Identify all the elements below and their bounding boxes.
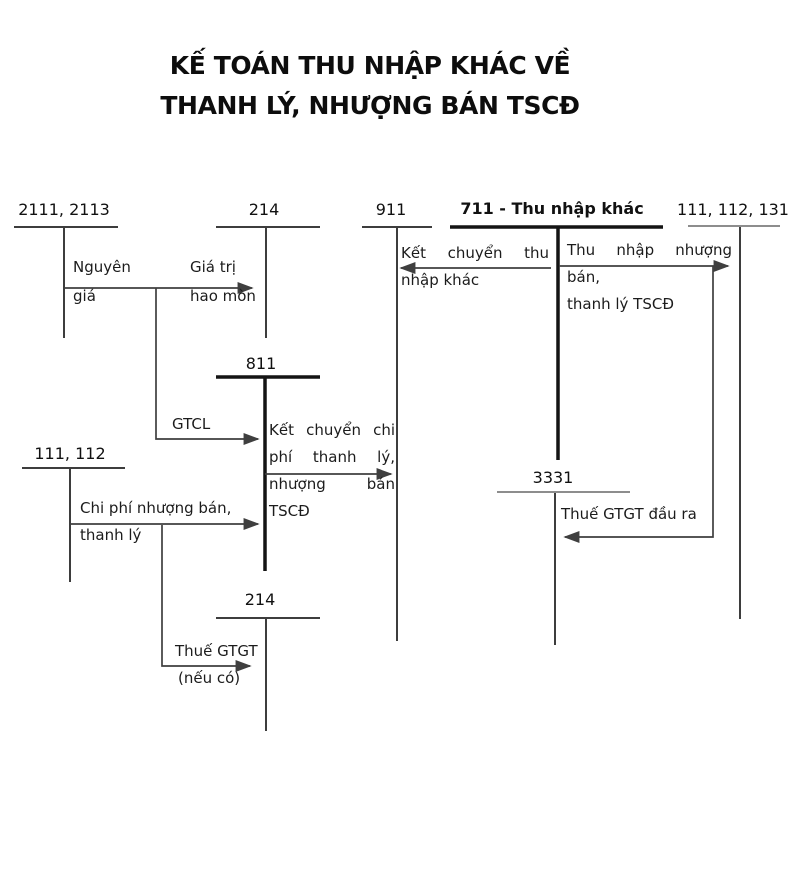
flow-label-kcthu-line1: Kết chuyển thu: [401, 244, 549, 262]
flow-label-kcchiphi-line4: TSCĐ: [269, 502, 310, 520]
flow-label-ket-chuyen-thu: Kết chuyển thu nhập khác: [401, 240, 549, 294]
flow-label-kcchiphi-line2: phí thanh lý,: [269, 448, 395, 466]
flow-label-kcthu-line2: nhập khác: [401, 271, 480, 289]
flow-label-gia-tri-hao-mon: Giá trị hao mòn: [190, 253, 256, 311]
flow-label-chi-phi-nhuong-ban: Chi phí nhượng bán, thanh lý: [80, 495, 231, 549]
account-label-214-top: 214: [248, 200, 280, 219]
flow-label-thue-gtgt-dau-ra: Thuế GTGT đầu ra: [561, 501, 697, 528]
flow-label-thueneuco-line2: (nếu có): [178, 669, 241, 687]
page-title-line2: THANH LÝ, NHƯỢNG BÁN TSCĐ: [160, 91, 580, 120]
account-label-911: 911: [375, 200, 407, 219]
page-title: KẾ TOÁN THU NHẬP KHÁC VỀ THANH LÝ, NHƯỢN…: [0, 46, 740, 126]
taccount-gray-lines: [497, 225, 780, 493]
flow-arrows: [64, 260, 730, 672]
flow-label-kcchiphi-line1: Kết chuyển chi: [269, 421, 395, 439]
flow-label-thueneuco-line1: Thuế GTGT: [175, 642, 258, 660]
flow-label-gia-tri-line2: hao mòn: [190, 287, 256, 305]
flow-label-nguyen-gia: Nguyên giá: [73, 253, 131, 311]
account-label-811: 811: [245, 354, 277, 373]
account-label-111-112: 111, 112: [34, 444, 106, 463]
account-label-3331: 3331: [532, 468, 574, 487]
arrow-thue-gtgt-neu-co: [161, 525, 252, 672]
flow-label-kcchiphi-line3: nhượng bán: [269, 475, 395, 493]
account-label-711: 711 - Thu nhập khác: [460, 199, 644, 218]
page-title-line1: KẾ TOÁN THU NHẬP KHÁC VỀ: [169, 51, 571, 80]
flow-label-thunhap-line2: thanh lý TSCĐ: [567, 295, 674, 313]
flow-label-thu-nhap-nhuong-ban: Thu nhập nhượng bán, thanh lý TSCĐ: [567, 237, 732, 318]
flow-label-thunhap-line1: Thu nhập nhượng bán,: [567, 241, 732, 286]
taccount-thin-lines: [14, 226, 741, 731]
flow-label-gtcl: GTCL: [172, 411, 210, 438]
arrow-gtcl: [155, 288, 260, 445]
flow-label-ket-chuyen-chi-phi: Kết chuyển chi phí thanh lý, nhượng bán …: [269, 417, 395, 525]
flow-label-gia-tri-line1: Giá trị: [190, 258, 236, 276]
flow-label-chiphi-line2: thanh lý: [80, 526, 142, 544]
account-label-214-bottom: 214: [244, 590, 276, 609]
flow-label-gtcl-text: GTCL: [172, 415, 211, 433]
flow-label-thue-gtgt-neu-co: Thuế GTGT (nếu có): [175, 638, 258, 692]
flow-label-chiphi-line1: Chi phí nhượng bán,: [80, 499, 232, 517]
flow-label-nguyen-gia-line1: Nguyên: [73, 258, 131, 276]
arrow-thue-gtgt-dau-ra: [563, 266, 714, 543]
account-label-2111-2113: 2111, 2113: [18, 200, 110, 219]
flow-label-thuedaura-text: Thuế GTGT đầu ra: [561, 505, 697, 523]
account-label-111-112-131: 111, 112, 131: [677, 200, 789, 219]
flow-label-nguyen-gia-line2: giá: [73, 287, 96, 305]
